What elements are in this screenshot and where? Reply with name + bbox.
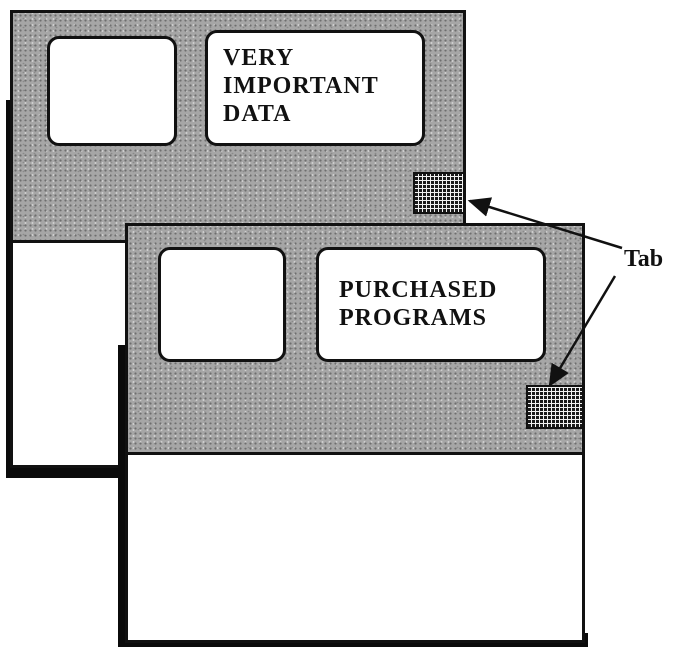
callout-arrow-to-back-tab [470,201,622,248]
tab-callout-label: Tab [624,246,663,273]
callout-arrow-to-front-tab [550,276,615,385]
